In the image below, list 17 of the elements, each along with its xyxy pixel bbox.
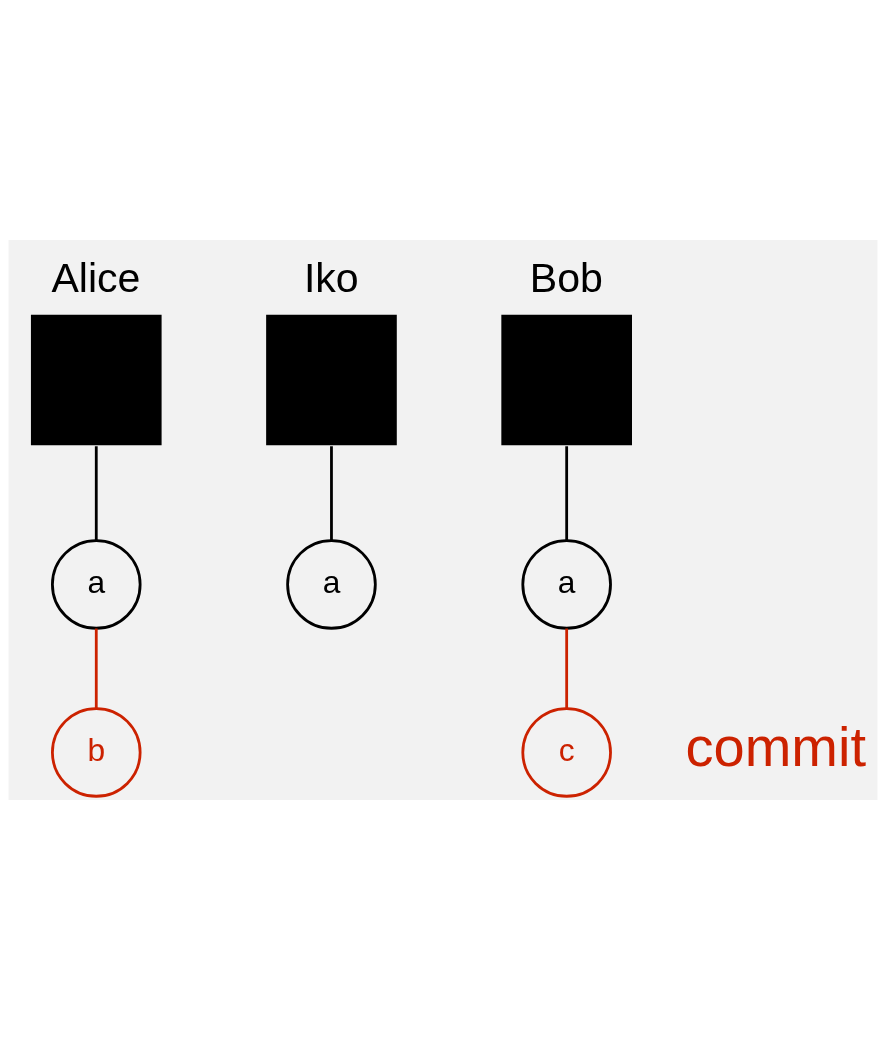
node-label: Bob	[529, 254, 603, 301]
node-box	[501, 314, 632, 445]
node-box	[266, 314, 397, 445]
label: commit	[685, 714, 866, 778]
node-circle: c	[521, 706, 612, 798]
connector	[565, 445, 569, 540]
connector	[94, 628, 98, 708]
connector	[565, 628, 569, 708]
node-box	[30, 314, 162, 445]
connector	[330, 445, 333, 540]
connector	[94, 445, 98, 540]
node-label: Alice	[51, 254, 141, 301]
node-circle: a	[51, 538, 142, 630]
node-circle: b	[51, 706, 142, 798]
node-circle: a	[521, 538, 612, 630]
node-circle: a	[286, 538, 377, 630]
node-label: Iko	[303, 254, 359, 301]
